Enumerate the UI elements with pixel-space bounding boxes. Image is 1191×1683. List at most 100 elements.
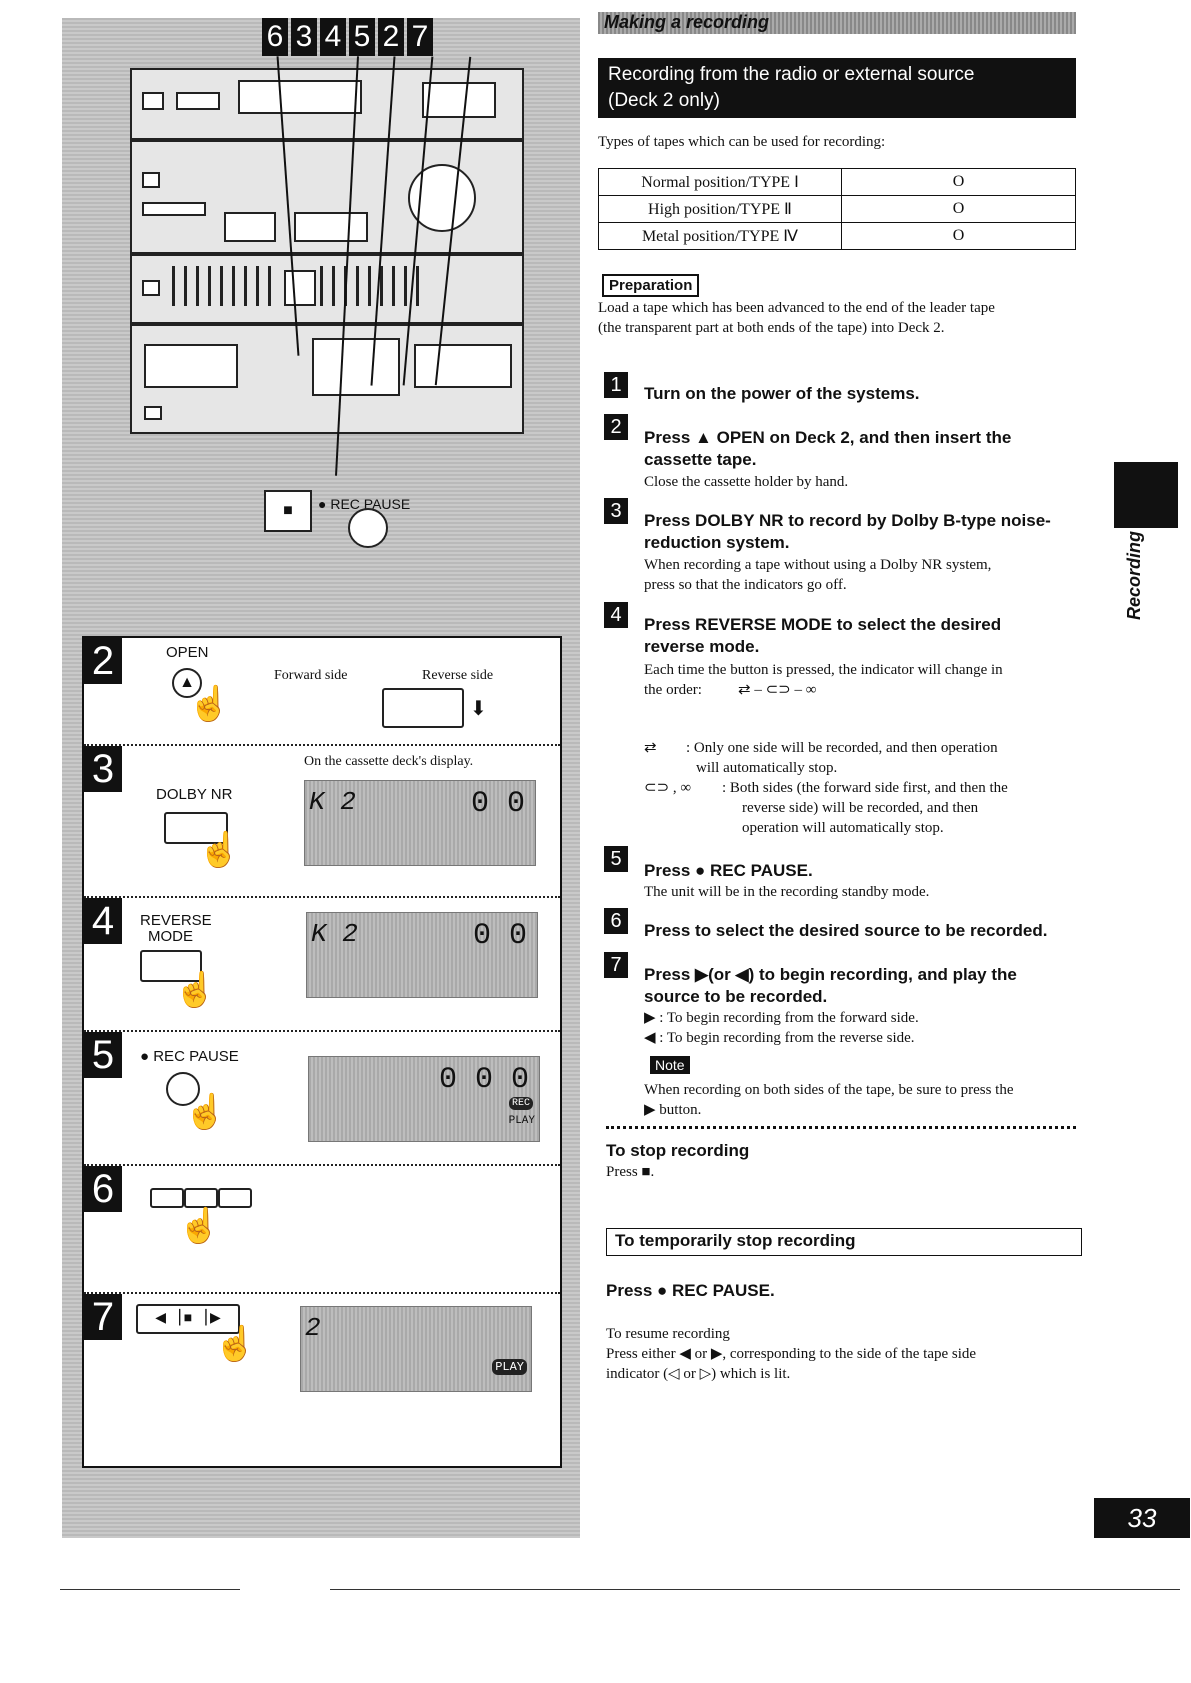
step-badge: 5 (84, 1032, 122, 1078)
side-tab-marker (1114, 462, 1178, 528)
step-heading: Press ▲ OPEN on Deck 2, and then insert … (644, 428, 1012, 447)
callout-number: 4 (320, 18, 346, 56)
callout-number: 3 (291, 18, 317, 56)
rec-pause-label: ● REC PAUSE (318, 496, 411, 512)
hand-icon: ☝ (214, 1326, 257, 1363)
stop-recording-text: Press ■. (606, 1164, 655, 1180)
note-text: ▶ button. (644, 1102, 702, 1118)
dolby-nr-label: DOLBY NR (156, 786, 233, 803)
rec-pause-knob-illustration (348, 508, 388, 548)
reverse-side-label: Reverse side (422, 668, 494, 683)
step-heading: Press DOLBY NR to record by Dolby B-type… (644, 511, 1051, 530)
open-button-illustration: ▲ (172, 668, 202, 698)
deck-display: 2 PLAY (300, 1306, 532, 1392)
illustrated-steps: 2 OPEN ▲ ☝ Forward side Reverse side ⬇ 3… (82, 636, 562, 1468)
dolby-nr-button-illustration (164, 812, 228, 844)
callout-number: 7 (407, 18, 433, 56)
page-title: Recording from the radio or external sou… (608, 64, 975, 85)
open-label: OPEN (166, 644, 209, 661)
two-way-mode-icons: ⊂⊃ , ∞ (644, 780, 692, 796)
footer-rule (330, 1589, 1180, 1590)
stop-button-illustration: ■ (264, 490, 312, 532)
types-intro: Types of tapes which can be used for rec… (598, 134, 886, 150)
step-badge: 7 (84, 1294, 122, 1340)
illustrated-step-3: 3 On the cassette deck's display. DOLBY … (84, 746, 560, 898)
step-badge: 6 (84, 1166, 122, 1212)
side-tab: Recording (1110, 530, 1180, 630)
reverse-mode-order-icons: ⇄ – ⊂⊃ – ∞ (738, 682, 817, 698)
deck-display: K 2 0 0 (304, 780, 536, 866)
step-text: ▶ : To begin recording from the forward … (644, 1010, 919, 1026)
step-badge: 4 (84, 898, 122, 944)
rec-indicator: REC (508, 1097, 533, 1110)
deck-display: K 2 0 0 (306, 912, 538, 998)
mode-description: reverse side) will be recorded, and then (742, 800, 979, 816)
tape-ok: O (841, 195, 1076, 223)
step-heading: cassette tape. (644, 450, 757, 469)
resume-heading: To resume recording (606, 1326, 730, 1342)
callout-number: 5 (349, 18, 375, 56)
rec-pause-label: ● REC PAUSE (140, 1048, 239, 1065)
illustration-panel: 6 3 4 5 2 7 ■ ● REC PAUSE (62, 18, 580, 1538)
display-deck-indicator: K 2 (311, 919, 358, 949)
cassette-deck-unit (130, 324, 524, 434)
step-text: Close the cassette holder by hand. (644, 474, 849, 490)
illustrated-step-7: 7 ◀ ▕ ■ ▕ ▶ ☝ 2 PLAY (84, 1294, 560, 1466)
page-number: 33 (1094, 1498, 1190, 1538)
tuner-unit (130, 68, 524, 140)
play-indicator: PLAY (508, 1115, 535, 1127)
temporarily-stop-label: To temporarily stop recording (606, 1228, 1082, 1256)
step-number: 2 (604, 414, 628, 440)
step-number: 7 (604, 952, 628, 978)
step-text: The unit will be in the recording standb… (644, 884, 930, 900)
illustrated-step-5: 5 ● REC PAUSE ☝ 0 0 0 REC PLAY (84, 1032, 560, 1166)
hand-icon: ☝ (184, 1094, 227, 1131)
mode-description: : Both sides (the forward side first, an… (722, 780, 1008, 796)
footer-rule (60, 1589, 240, 1590)
reverse-mode-label: REVERSE (140, 912, 212, 929)
mode-description: operation will automatically stop. (742, 820, 944, 836)
reverse-mode-label: MODE (148, 928, 193, 945)
section-title: Making a recording (604, 12, 770, 32)
step-heading: Turn on the power of the systems. (644, 384, 920, 403)
illustrated-step-2: 2 OPEN ▲ ☝ Forward side Reverse side ⬇ (84, 638, 560, 746)
step-number: 3 (604, 498, 628, 524)
step-number: 1 (604, 372, 628, 398)
step-badge: 3 (84, 746, 122, 792)
preparation-label: Preparation (602, 274, 700, 297)
illustrated-step-6: 6 ☝ (84, 1166, 560, 1294)
display-counter: 0 0 0 (438, 1063, 529, 1097)
stop-glyph: ■ (283, 502, 293, 519)
transport-buttons-illustration: ◀ ▕ ■ ▕ ▶ (136, 1304, 240, 1334)
illustrated-step-4: 4 REVERSE MODE ☝ K 2 0 0 (84, 898, 560, 1032)
preparation-text: (the transparent part at both ends of th… (598, 320, 945, 336)
preparation-text: Load a tape which has been advanced to t… (598, 300, 995, 316)
source-button-illustration (218, 1188, 252, 1208)
callout-number: 2 (378, 18, 404, 56)
display-caption: On the cassette deck's display. (304, 754, 474, 769)
step-heading: Press REVERSE MODE to select the desired (644, 615, 1002, 634)
mode-description: : Only one side will be recorded, and th… (686, 740, 998, 756)
display-counter: 0 0 (472, 919, 527, 953)
section-header: Making a recording (598, 12, 1076, 34)
tape-type: High position/TYPE Ⅱ (598, 195, 842, 223)
step-heading: reduction system. (644, 533, 790, 552)
step-number: 6 (604, 908, 628, 934)
divider (606, 1126, 1076, 1129)
reverse-mode-button-illustration (140, 950, 202, 982)
step-number: 4 (604, 602, 628, 628)
note-text: When recording on both sides of the tape… (644, 1082, 1014, 1098)
title-box: Recording from the radio or external sou… (598, 58, 1076, 118)
display-counter: 0 0 (470, 787, 525, 821)
rec-pause-button-illustration (166, 1072, 200, 1106)
step-heading: Press ● REC PAUSE. (644, 861, 813, 880)
arrow-down-icon: ⬇ (470, 698, 487, 720)
play-indicator: PLAY (492, 1359, 527, 1375)
hand-icon: ☝ (188, 686, 231, 723)
source-button-illustration (150, 1188, 184, 1208)
callout-number: 6 (262, 18, 288, 56)
mode-description: will automatically stop. (696, 760, 838, 776)
